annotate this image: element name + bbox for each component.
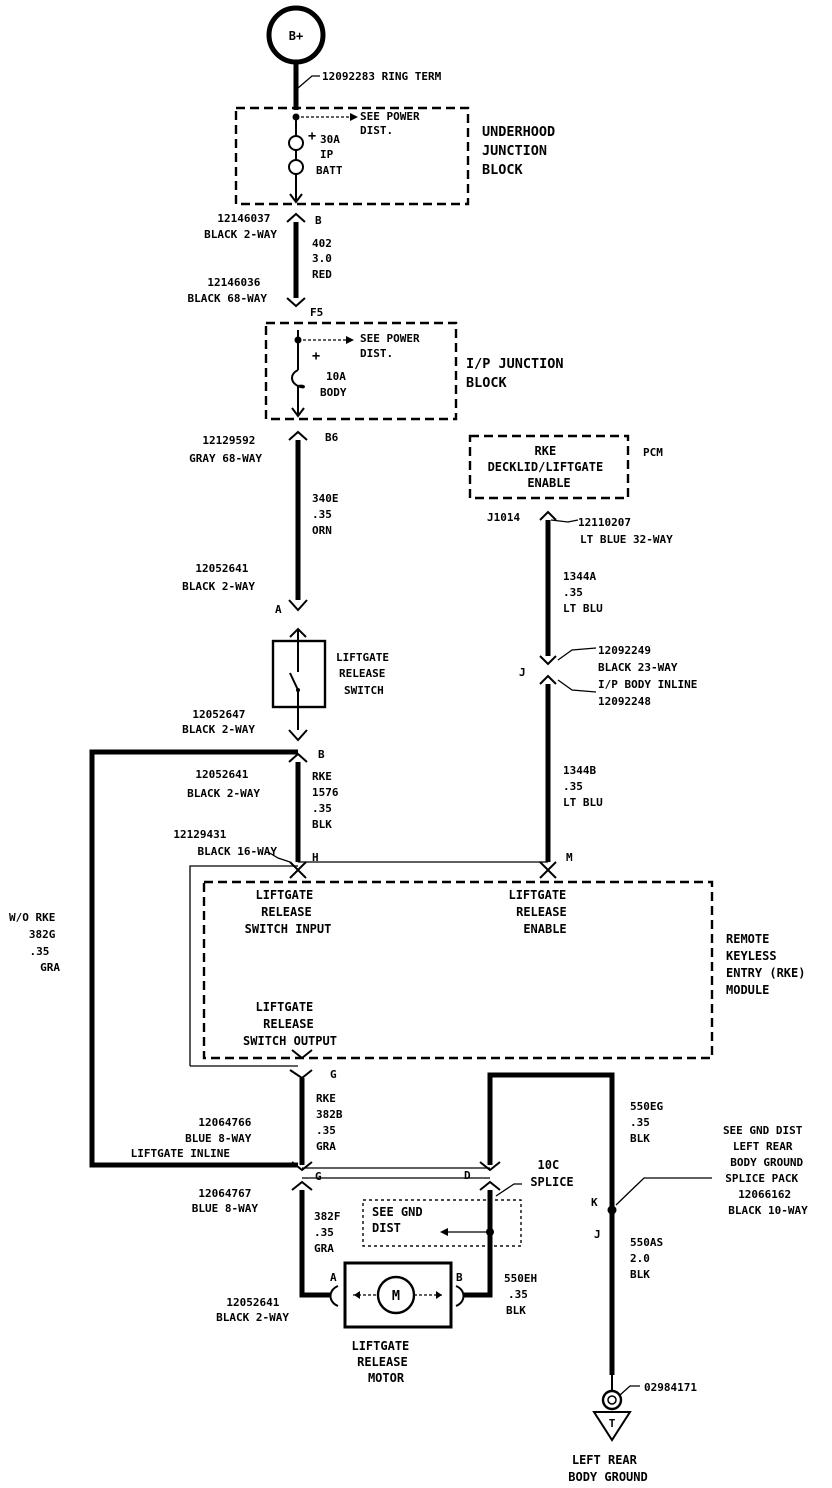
liftgate-inline-pin-d: D xyxy=(464,1169,471,1182)
wire-550eg xyxy=(487,1072,615,1375)
connector-12129592: 12129592 GRAY 68-WAY B6 xyxy=(189,430,339,465)
splice-10c: 10C SPLICE xyxy=(495,1158,574,1197)
switch-contact-icon xyxy=(289,672,299,691)
connector-switch-a-pin: A xyxy=(275,603,282,616)
liftgate-inline-pin-g: G xyxy=(315,1170,322,1183)
liftgate-inline-label: 12064766 BLUE 8-WAY LIFTGATE INLINE xyxy=(131,1116,258,1160)
rke-module-title: REMOTE KEYLESS ENTRY (RKE) MODULE xyxy=(726,932,813,997)
splice-point-k xyxy=(607,1205,617,1215)
svg-text:+: + xyxy=(312,348,320,364)
ground-label: LEFT REAR BODY GROUND xyxy=(568,1453,647,1484)
ip-junction-block: I/P JUNCTION BLOCK SEE POWER DIST. + 10A… xyxy=(264,321,572,421)
liftgate-release-switch: LIFTGATE RELEASE SWITCH xyxy=(271,627,396,730)
connector-12129431: 12129431 BLACK 16-WAY H M xyxy=(173,828,573,872)
gnd-pin-k: K xyxy=(591,1196,598,1209)
connector-12146036: 12146036 BLACK 68-WAY F5 xyxy=(188,276,324,319)
battery-terminal: B+ xyxy=(266,5,326,65)
connector-12146037-pin: B xyxy=(315,214,322,227)
motor-pin-a: A xyxy=(330,1271,337,1284)
module-pin-g: G xyxy=(289,1068,337,1081)
ring-term-callout: 12092283 RING TERM xyxy=(297,70,442,89)
fuse-10a-icon: + xyxy=(291,330,320,418)
connector-switch-b-pin: B xyxy=(318,748,325,761)
rke-enable-label: LIFTGATE RELEASE ENABLE xyxy=(508,888,573,936)
wire-550eh-label: 550EH .35 BLK xyxy=(504,1272,544,1317)
pcm-enable-label: RKE DECKLID/LIFTGATE ENABLE xyxy=(488,444,611,490)
see-gnd-dist-box: SEE GND DIST xyxy=(362,1199,522,1247)
wo-rke-label: W/O RKE 382G .35 GRA xyxy=(9,911,62,974)
inline-j-label: 12092249 BLACK 23-WAY I/P BODY INLINE 12… xyxy=(598,644,704,708)
rke-input-label: LIFTGATE RELEASE SWITCH INPUT xyxy=(245,888,332,936)
underhood-junction-block: UNDERHOOD JUNCTION BLOCK SEE POWER DIST.… xyxy=(234,106,563,206)
ring-term-label: 12092283 RING TERM xyxy=(322,70,442,83)
ip-block-title: I/P JUNCTION BLOCK xyxy=(466,356,572,391)
gnd-pin-j: J xyxy=(594,1228,601,1241)
connector-12110207-label: 12110207 LT BLUE 32-WAY xyxy=(578,516,673,546)
wire-382g-bypass xyxy=(89,749,298,1168)
wire-402-label: 402 3.0 RED xyxy=(312,237,339,281)
connector-12110207: J1014 12110207 LT BLUE 32-WAY xyxy=(487,510,673,546)
rke-output-label: LIFTGATE RELEASE SWITCH OUTPUT xyxy=(243,1000,337,1048)
wire-340e-label: 340E .35 ORN xyxy=(312,492,345,537)
fuse-30a-icon: + xyxy=(288,117,316,204)
inline-j-pin: J xyxy=(519,666,526,679)
connector-switch-a: 12052641 BLACK 2-WAY A xyxy=(182,562,308,616)
ground-symbol: T xyxy=(609,1417,616,1430)
switch-label: LIFTGATE RELEASE SWITCH xyxy=(336,651,396,697)
pcm-pin: J1014 xyxy=(487,511,520,524)
connector-12146037-label: 12146037 BLACK 2-WAY xyxy=(204,212,277,241)
splice-10c-label: 10C SPLICE xyxy=(530,1158,573,1189)
svg-text:+: + xyxy=(308,128,316,144)
underhood-see-power-dist: SEE POWER DIST. xyxy=(360,110,426,137)
underhood-block-title: UNDERHOOD JUNCTION BLOCK xyxy=(482,124,563,178)
ground-part-label: 02984171 xyxy=(644,1381,697,1394)
gnd-dist-reference: SEE GND DIST LEFT REAR BODY GROUND SPLIC… xyxy=(591,1124,810,1241)
fuse-10a-label: 10A BODY xyxy=(320,370,353,399)
pcm-module: PCM RKE DECKLID/LIFTGATE ENABLE xyxy=(468,434,663,500)
connector-12064767-label: 12064767 BLUE 8-WAY xyxy=(192,1187,259,1215)
motor-label: LIFTGATE RELEASE MOTOR xyxy=(351,1339,416,1385)
inline-connector-j: J 12092249 BLACK 23-WAY I/P BODY INLINE … xyxy=(519,644,704,708)
connector-12146036-pin: F5 xyxy=(310,306,323,319)
ground-icon xyxy=(592,1411,632,1442)
motor-connector-label: 12052641 BLACK 2-WAY xyxy=(216,1296,289,1324)
connector-switch-b-label: 12052647 BLACK 2-WAY xyxy=(182,708,255,736)
wire-550eg-label: 550EG .35 BLK xyxy=(630,1100,670,1145)
motor-pin-b: B xyxy=(456,1271,463,1284)
see-gnd-dist-label: SEE GND DIST xyxy=(372,1205,430,1235)
connector-pin-h: H xyxy=(312,851,319,864)
connector-12129592-label: 12129592 GRAY 68-WAY xyxy=(189,434,262,465)
connector-12129592-pin: B6 xyxy=(325,431,339,444)
motor-symbol: M xyxy=(392,1288,400,1304)
wire-1576-label: RKE 1576 .35 BLK xyxy=(312,770,345,831)
battery-label: B+ xyxy=(289,29,303,43)
wire-550eh xyxy=(464,1190,493,1298)
wire-1344b-label: 1344B .35 LT BLU xyxy=(563,764,603,809)
connector-pin-m: M xyxy=(566,851,573,864)
module-pin-g-label: G xyxy=(330,1068,337,1081)
liftgate-inline-connector: 12064766 BLUE 8-WAY LIFTGATE INLINE G D xyxy=(131,1116,501,1191)
connector-12146037: 12146037 BLACK 2-WAY B xyxy=(204,212,322,241)
ip-see-power-dist: SEE POWER DIST. xyxy=(360,332,426,360)
liftgate-release-motor: M A B 12052641 BLACK 2-WAY LIFTGATE RELE… xyxy=(216,1261,465,1385)
gnd-dist-label: SEE GND DIST LEFT REAR BODY GROUND SPLIC… xyxy=(723,1124,810,1217)
motor-icon xyxy=(376,1275,416,1315)
connector-rke-label: 12052641 BLACK 2-WAY xyxy=(187,768,260,800)
pcm-label: PCM xyxy=(643,446,663,459)
wire-1344a-label: 1344A .35 LT BLU xyxy=(563,570,603,615)
rke-module: REMOTE KEYLESS ENTRY (RKE) MODULE LIFTGA… xyxy=(189,865,813,1067)
connector-switch-a-label: 12052641 BLACK 2-WAY xyxy=(182,562,255,593)
wire-382b-label: RKE 382B .35 GRA xyxy=(316,1092,349,1153)
connector-rke-12052641: 12052641 BLACK 2-WAY xyxy=(187,752,308,800)
wire-550as-label: 550AS 2.0 BLK xyxy=(630,1236,670,1281)
connector-switch-b: 12052647 BLACK 2-WAY B xyxy=(182,708,325,761)
connector-12146036-label: 12146036 BLACK 68-WAY xyxy=(188,276,268,305)
wire-382f-label: 382F .35 GRA xyxy=(314,1210,347,1255)
connector-12129431-label: 12129431 BLACK 16-WAY xyxy=(173,828,277,858)
wire-382f xyxy=(299,1190,330,1298)
fuse-30a-label: 30A IP BATT xyxy=(316,133,347,177)
left-rear-body-ground: T 02984171 LEFT REAR BODY GROUND xyxy=(568,1375,697,1484)
